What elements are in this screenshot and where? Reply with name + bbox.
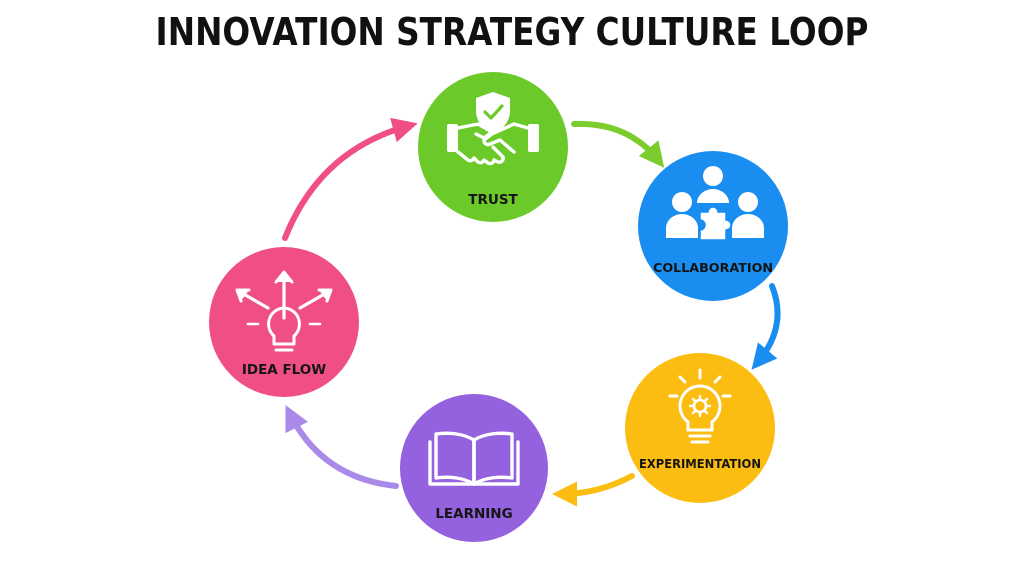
arrow-idea-flow-to-trust — [282, 117, 418, 241]
handshake-shield-icon — [447, 92, 539, 166]
node-trust-label: TRUST — [468, 192, 518, 208]
arrow-learning-to-idea-flow — [285, 404, 399, 489]
node-trust: TRUST — [418, 72, 568, 222]
node-learning-label: LEARNING — [435, 506, 512, 522]
node-idea-flow-label: IDEA FLOW — [242, 362, 326, 378]
team-puzzle-icon — [666, 166, 764, 241]
node-idea-flow: IDEA FLOW — [209, 247, 359, 397]
lightbulb-gear-icon — [668, 368, 732, 444]
arrow-collaboration-to-experimentation — [751, 283, 781, 370]
open-book-icon — [428, 431, 520, 486]
arrow-trust-to-collaboration — [571, 120, 665, 168]
diagram-title: INNOVATION STRATEGY CULTURE LOOP — [155, 10, 869, 54]
node-learning: LEARNING — [400, 394, 548, 542]
node-collaboration-label: COLLABORATION — [653, 260, 773, 275]
node-idea-flow-circle — [209, 247, 359, 397]
lightbulb-arrows-icon — [235, 270, 333, 352]
node-experimentation-circle — [625, 353, 775, 503]
node-collaboration: COLLABORATION — [638, 151, 788, 301]
arrow-experimentation-to-learning — [551, 473, 635, 507]
node-experimentation: EXPERIMENTATION — [625, 353, 775, 503]
node-experimentation-label: EXPERIMENTATION — [639, 457, 761, 471]
